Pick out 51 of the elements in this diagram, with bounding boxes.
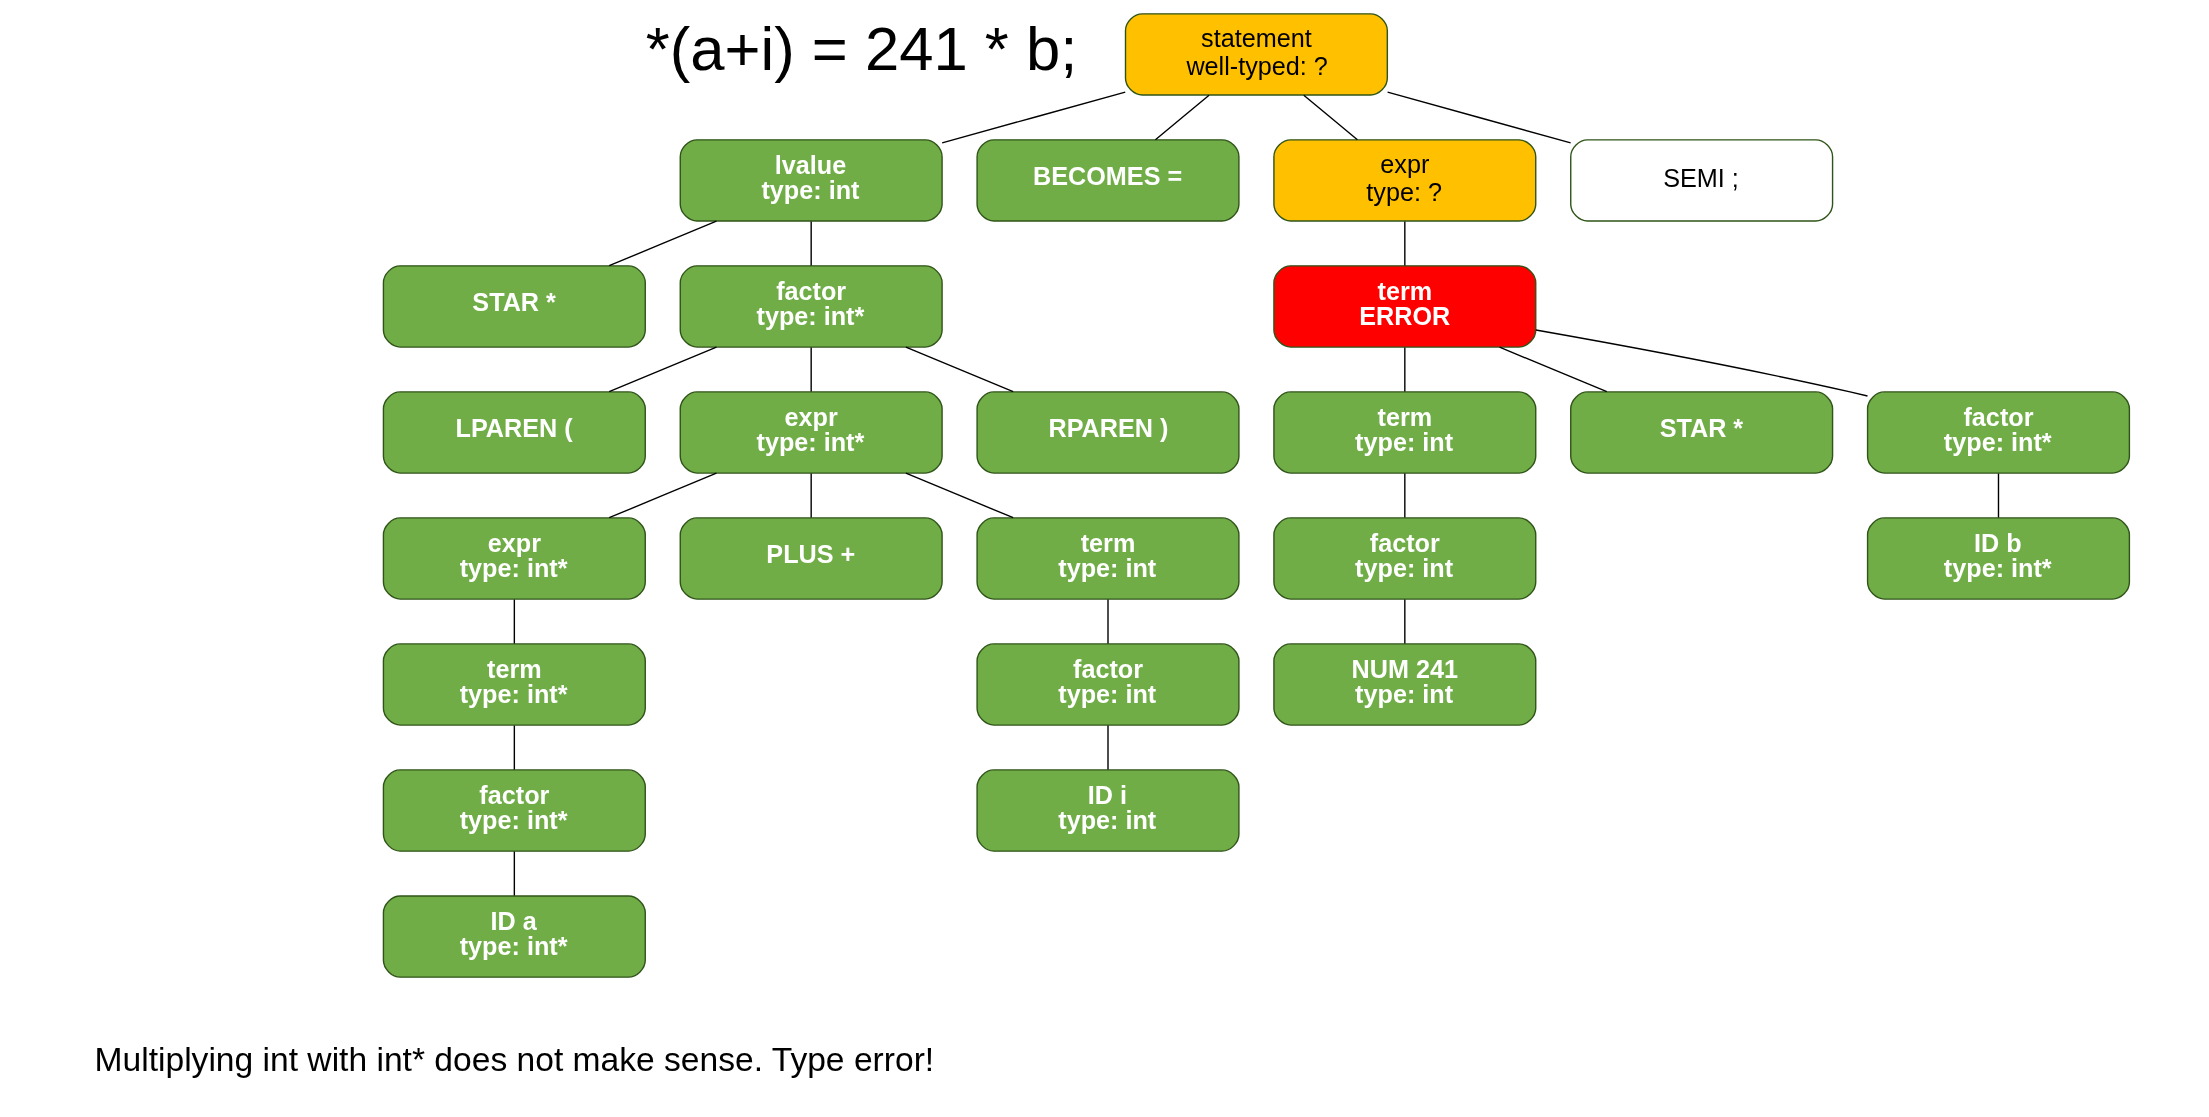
connector bbox=[905, 472, 1014, 519]
connector bbox=[1107, 724, 1109, 771]
connector bbox=[810, 220, 812, 267]
connector bbox=[1404, 346, 1406, 393]
node-box: LPAREN ( bbox=[382, 391, 646, 474]
connector bbox=[1997, 472, 2000, 519]
node-box: ID b type: int* bbox=[1866, 517, 2131, 600]
label: *(a+i) = 241 * b; bbox=[645, 14, 1078, 84]
connector bbox=[1107, 598, 1109, 645]
connector bbox=[810, 346, 812, 393]
node-box: factor type: int* bbox=[1866, 391, 2131, 474]
connector bbox=[608, 472, 718, 519]
connector bbox=[1535, 329, 1869, 397]
node-box: factor type: int bbox=[1273, 517, 1537, 600]
node-box: factor type: int bbox=[976, 643, 1240, 726]
node-box: expr type: ? bbox=[1273, 139, 1537, 222]
node-box: RPAREN ) bbox=[976, 391, 1240, 474]
connector bbox=[1303, 94, 1359, 141]
connector bbox=[1154, 94, 1210, 141]
connector bbox=[810, 472, 812, 519]
node-box: STAR * bbox=[1570, 391, 1834, 474]
connector bbox=[513, 724, 516, 771]
connector bbox=[1404, 598, 1406, 645]
node-box: expr type: int* bbox=[382, 517, 646, 600]
connector bbox=[608, 346, 718, 393]
node-box: term type: int* bbox=[382, 643, 646, 726]
node-box: ID i type: int bbox=[976, 769, 1240, 852]
node-box: ID a type: int* bbox=[382, 895, 646, 978]
node-box: STAR * bbox=[382, 265, 646, 348]
node-box: BECOMES = bbox=[976, 139, 1240, 222]
node-box: expr type: int* bbox=[679, 391, 943, 474]
node-box: factor type: int* bbox=[679, 265, 943, 348]
node-box: factor type: int* bbox=[382, 769, 646, 852]
label: Multiplying int with int* does not make sense. Type error! bbox=[94, 1041, 935, 1079]
connector bbox=[1498, 346, 1608, 393]
node-box: term type: int bbox=[1273, 391, 1537, 474]
connector bbox=[513, 598, 516, 645]
node-box: term ERROR bbox=[1273, 265, 1537, 348]
node-box: lvalue type: int bbox=[679, 139, 943, 222]
connector bbox=[941, 91, 1126, 144]
node-box: statement well-typed: ? bbox=[1124, 13, 1389, 96]
connector bbox=[905, 346, 1014, 393]
node-box: SEMI ; bbox=[1570, 139, 1834, 222]
node-box: term type: int bbox=[976, 517, 1240, 600]
connector bbox=[513, 850, 516, 897]
connector bbox=[1404, 220, 1406, 267]
connector bbox=[608, 220, 718, 267]
node-box: PLUS + bbox=[679, 517, 943, 600]
connector bbox=[1404, 472, 1406, 519]
node-box: NUM 241 type: int bbox=[1273, 643, 1537, 726]
connector bbox=[1386, 91, 1572, 144]
